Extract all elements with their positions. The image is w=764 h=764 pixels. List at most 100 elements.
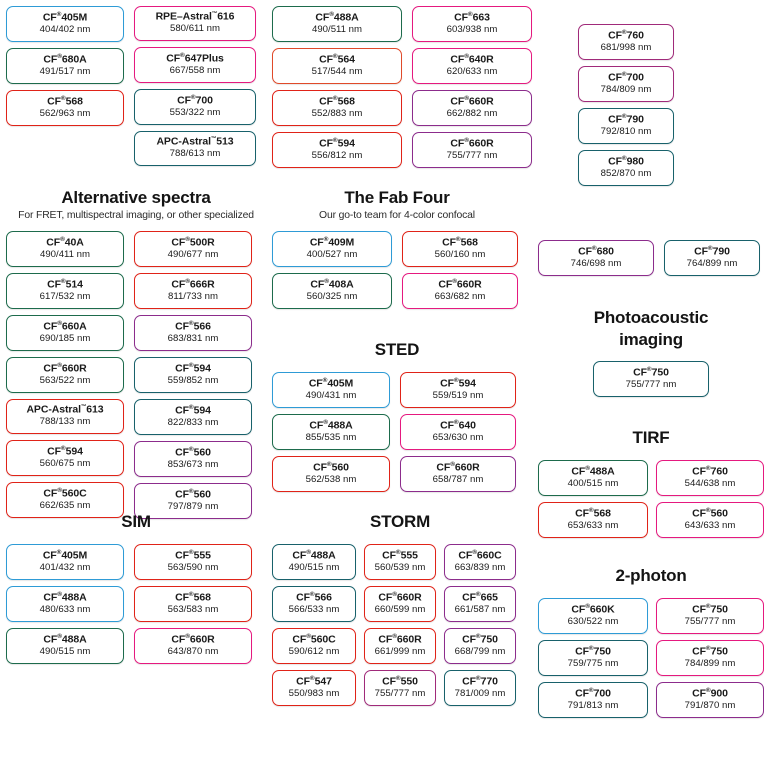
registered-icon: ®: [392, 590, 397, 598]
dye-spectra-value: 560/675 nm: [39, 458, 91, 470]
registered-icon: ®: [185, 277, 190, 285]
registered-icon: ®: [188, 487, 194, 495]
registered-icon: ®: [56, 549, 62, 556]
registered-icon: ®: [464, 136, 469, 144]
registered-icon: ®: [188, 403, 194, 411]
dye-spectra-value: 490/411 nm: [40, 249, 90, 261]
registered-icon: ®: [472, 549, 477, 556]
dye-spectra-value: 562/963 nm: [39, 108, 91, 120]
dye-spectra-value: 653/630 nm: [432, 432, 484, 444]
registered-icon: ®: [588, 644, 594, 652]
dye-spectra-value: 690/185 nm: [39, 333, 91, 345]
registered-icon: ®: [188, 319, 194, 327]
dye-spectra-value: 755/777 nm: [625, 379, 677, 391]
dye-name: CF®566: [296, 590, 332, 604]
dye-name: CF®488A: [315, 11, 359, 24]
dye-name: CF®666R: [171, 277, 215, 291]
registered-icon: ®: [464, 52, 469, 60]
dye-spectra-value: 662/635 nm: [39, 500, 91, 512]
dye-name: CF®560: [175, 487, 211, 501]
registered-icon: ®: [453, 377, 459, 384]
dye-name: CF®750: [692, 603, 728, 616]
registered-icon: ®: [57, 52, 62, 60]
